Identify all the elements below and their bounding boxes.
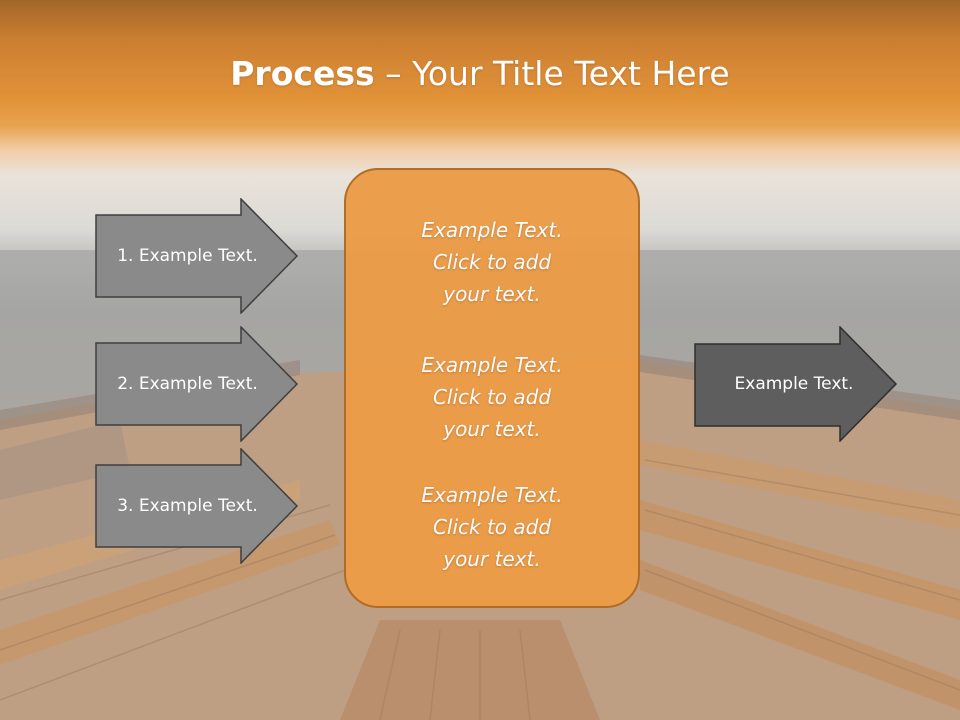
center-line: your text. — [443, 282, 541, 306]
title-rest-text: – Your Title Text Here — [374, 54, 730, 93]
step-arrow-3[interactable]: 3. Example Text. — [95, 448, 299, 564]
slide-title[interactable]: Process – Your Title Text Here — [0, 52, 960, 96]
center-line: Click to add — [432, 515, 552, 539]
arrow-shape — [95, 326, 299, 442]
center-line: Click to add — [432, 250, 552, 274]
center-line: Click to add — [432, 385, 552, 409]
arrow-shape — [95, 448, 299, 564]
center-line: Example Text. — [421, 483, 563, 507]
arrow-shape — [95, 198, 299, 314]
step-arrow-2[interactable]: 2. Example Text. — [95, 326, 299, 442]
step-label: 1. Example Text. — [117, 246, 258, 266]
step-arrow-1[interactable]: 1. Example Text. — [95, 198, 299, 314]
output-arrow[interactable]: Example Text. — [694, 326, 898, 442]
center-line: your text. — [443, 417, 541, 441]
step-label: 2. Example Text. — [117, 374, 258, 394]
step-label: 3. Example Text. — [117, 496, 258, 516]
process-center-box[interactable]: Example Text. Click to add your text. Ex… — [344, 168, 640, 608]
center-text-block-1: Example Text. Click to add your text. — [346, 214, 638, 310]
title-bold-text: Process — [230, 54, 375, 93]
arrow-shape — [694, 326, 898, 442]
center-line: your text. — [443, 547, 541, 571]
center-line: Example Text. — [421, 218, 563, 242]
center-text-block-2: Example Text. Click to add your text. — [346, 349, 638, 445]
center-text-block-3: Example Text. Click to add your text. — [346, 479, 638, 575]
center-line: Example Text. — [421, 353, 563, 377]
output-label: Example Text. — [734, 374, 854, 394]
